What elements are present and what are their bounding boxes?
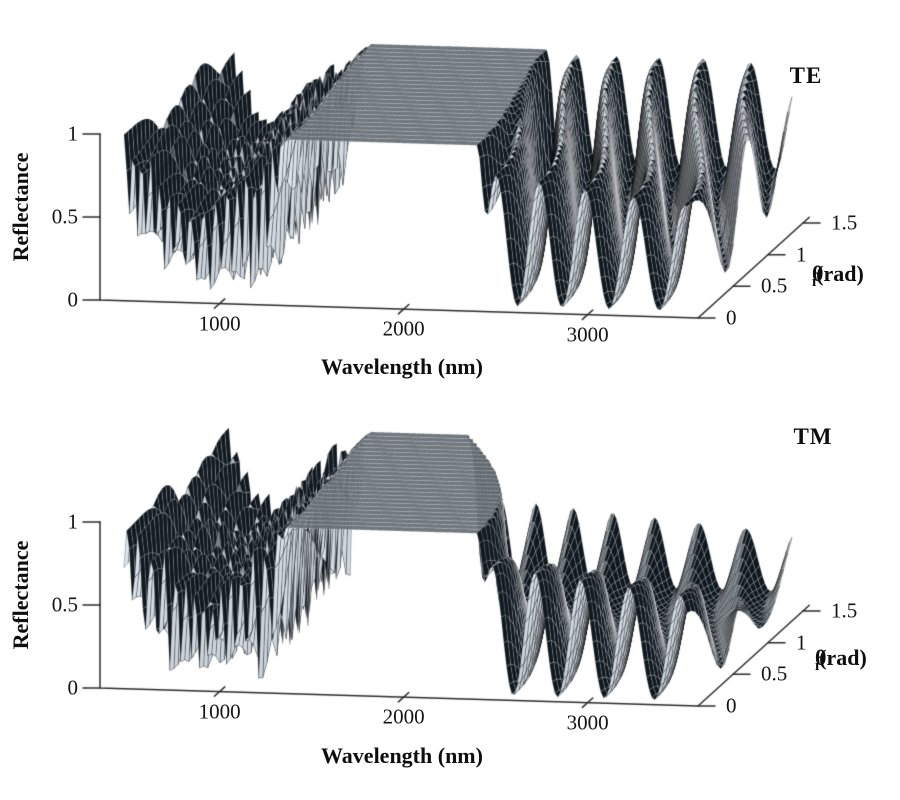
te-wavelength-tick-label: 2000 <box>382 316 425 341</box>
tm-theta-unit: (rad) <box>819 645 867 670</box>
te-reflectance-axis-label: Reflectance <box>8 152 33 262</box>
te-theta-symbol: θ <box>812 261 824 286</box>
tm-wavelength-tick-label: 1000 <box>198 699 241 724</box>
te-theta-subscript: i <box>812 274 817 290</box>
tm-reflectance-tick-label: 0 <box>67 675 79 700</box>
te-theta-tick-label: 1 <box>796 242 807 267</box>
tm-theta-tick-label: 1.5 <box>831 598 858 623</box>
te-panel-title: TE <box>789 63 823 88</box>
tm-wavelength-axis-label: Wavelength (nm) <box>321 743 483 768</box>
te-wavelength-axis-label: Wavelength (nm) <box>321 354 483 379</box>
te-theta-tick-label: 1.5 <box>831 210 858 235</box>
tm-wavelength-tick-label: 2000 <box>382 704 425 729</box>
te-theta-tick-label: 0 <box>726 305 737 330</box>
te-theta-unit: (rad) <box>816 261 864 286</box>
te-wavelength-tick-label: 1000 <box>198 311 241 336</box>
tm-theta-symbol: θ <box>815 645 827 670</box>
tm-panel-title: TM <box>793 424 833 449</box>
tm-theta-subscript: i <box>815 658 820 674</box>
tm-theta-tick-label: 1 <box>796 630 807 655</box>
te-wavelength-tick-label: 3000 <box>566 322 609 347</box>
te-reflectance-tick-label: 0 <box>67 287 79 312</box>
tm-wavelength-tick-label: 3000 <box>566 710 609 735</box>
te-reflectance-tick-label: 0.5 <box>51 204 78 229</box>
tm-reflectance-axis-label: Reflectance <box>8 540 33 650</box>
tm-theta-tick-label: 0 <box>726 693 737 718</box>
tm-reflectance-tick-label: 0.5 <box>51 592 78 617</box>
tm-reflectance-tick-label: 1 <box>67 509 79 534</box>
tm-theta-tick-label: 0.5 <box>761 661 788 686</box>
te-reflectance-tick-label: 1 <box>67 121 79 146</box>
te-theta-tick-label: 0.5 <box>761 273 788 298</box>
